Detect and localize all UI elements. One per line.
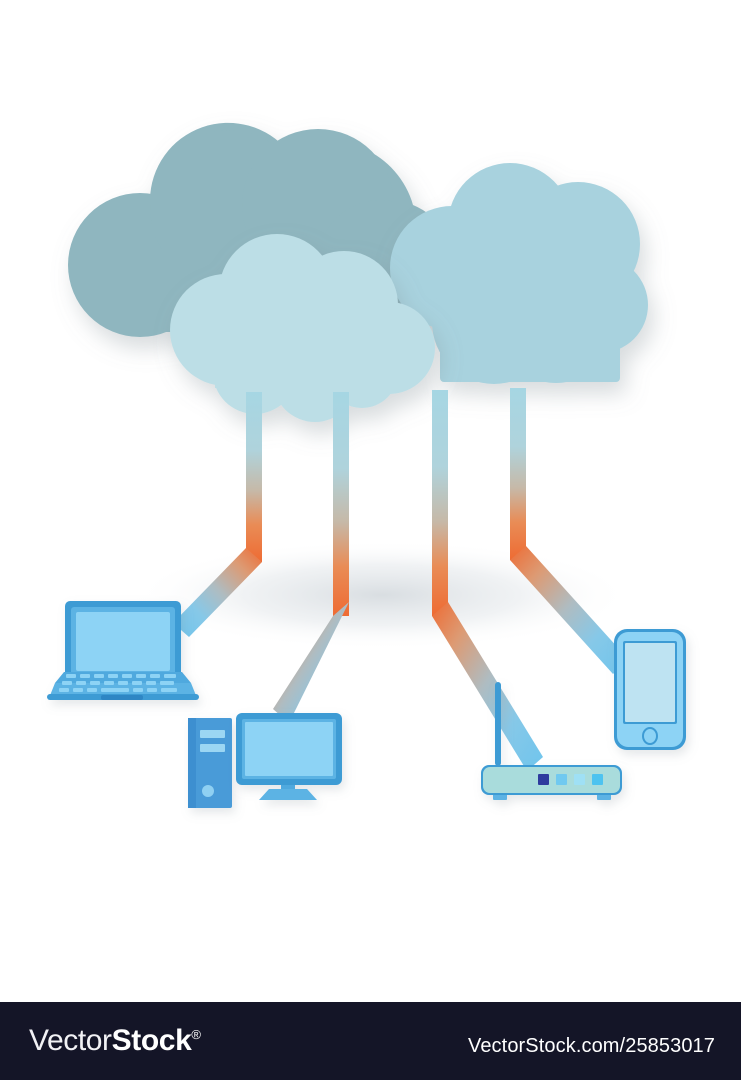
- cable-to-smartphone: [510, 388, 629, 674]
- cable-to-laptop: [173, 392, 262, 637]
- device-router[interactable]: [481, 682, 622, 800]
- router-antenna: [495, 682, 501, 766]
- ground-shadow: [132, 540, 632, 650]
- laptop-keyboard: [59, 674, 177, 692]
- monitor-base: [259, 789, 317, 800]
- cloud-network-illustration: [47, 122, 686, 808]
- cloud-front: [170, 234, 435, 422]
- laptop-latch: [101, 695, 143, 700]
- logo-text-thin: Vector: [29, 1024, 112, 1057]
- router-leds: [538, 774, 603, 785]
- vectorstock-url: VectorStock.com/25853017: [468, 1035, 715, 1057]
- registered-trademark-icon: ®: [191, 1027, 201, 1042]
- smartphone-home-button[interactable]: [642, 727, 658, 745]
- tower-drive-slot-2: [200, 744, 225, 752]
- monitor-screen: [245, 722, 333, 776]
- router-body: [483, 767, 620, 793]
- cable-to-desktop: [273, 392, 349, 723]
- tower-power-button[interactable]: [202, 785, 214, 797]
- logo-text-bold: Stock: [111, 1024, 192, 1057]
- smartphone-screen: [625, 643, 675, 722]
- watermark-footer: VectorStock® VectorStock.com/25853017: [0, 1002, 741, 1080]
- artboard: [47, 122, 686, 808]
- device-monitor[interactable]: [236, 713, 342, 800]
- cloud-right: [390, 163, 648, 384]
- device-desktop-tower[interactable]: [188, 718, 232, 808]
- device-smartphone[interactable]: [614, 629, 686, 750]
- cable-to-router: [432, 390, 543, 771]
- vectorstock-logo: VectorStock®: [29, 1024, 201, 1058]
- tower-drive-slot-1: [200, 730, 225, 738]
- device-laptop[interactable]: [47, 601, 199, 700]
